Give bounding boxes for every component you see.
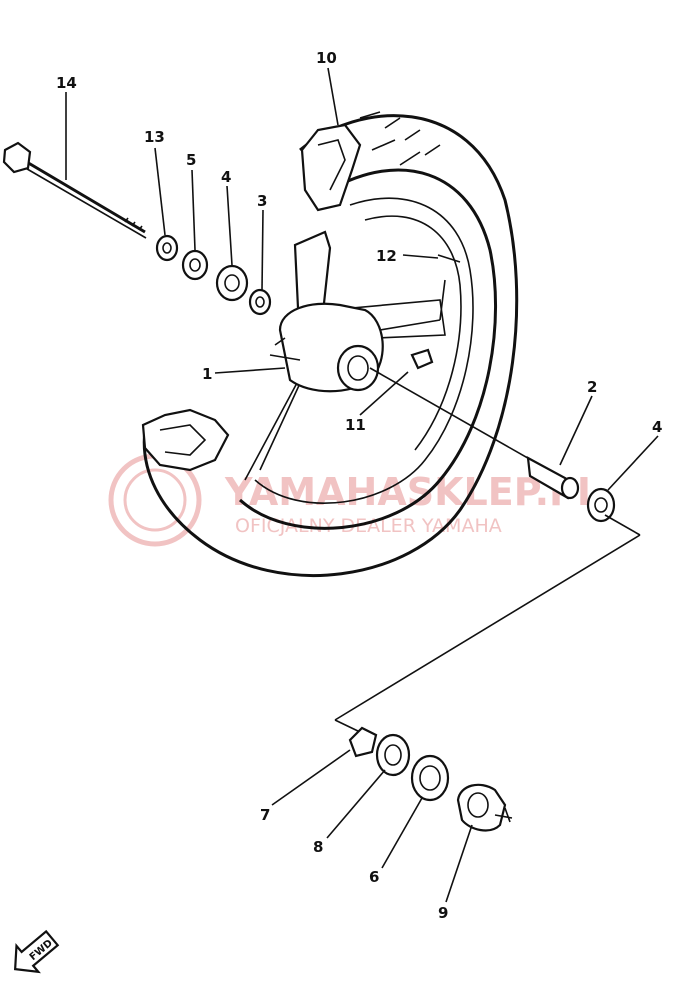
reference-line bbox=[334, 514, 641, 733]
callout-9: 9 bbox=[438, 904, 448, 922]
callout-1: 1 bbox=[202, 365, 212, 383]
fwd-arrow-icon: FWD bbox=[13, 929, 60, 974]
callout-13: 13 bbox=[144, 128, 165, 146]
meter-drive-parts bbox=[348, 726, 513, 832]
callout-7: 7 bbox=[260, 806, 270, 824]
callout-14: 14 bbox=[56, 74, 77, 92]
axle bbox=[2, 141, 147, 239]
callout-4-left: 4 bbox=[221, 168, 231, 186]
callout-8: 8 bbox=[313, 838, 323, 856]
left-side-parts bbox=[155, 234, 272, 316]
right-side-parts bbox=[369, 367, 616, 523]
callout-2: 2 bbox=[587, 378, 597, 396]
callout-10: 10 bbox=[316, 49, 337, 67]
callout-3: 3 bbox=[257, 192, 267, 210]
watermark-tagline: OFICJALNY DEALER YAMAHA bbox=[235, 515, 502, 537]
callout-12: 12 bbox=[376, 247, 397, 265]
callout-5: 5 bbox=[186, 151, 196, 169]
leader-lines bbox=[65, 67, 659, 903]
callout-6: 6 bbox=[369, 868, 379, 886]
callout-4-right: 4 bbox=[652, 418, 662, 436]
callout-labels: 14 13 5 4 3 10 12 1 11 2 4 7 8 6 9 bbox=[56, 49, 662, 922]
watermark: YAMAHASKLEP.PL OFICJALNY DEALER YAMAHA bbox=[108, 453, 601, 547]
wheel-assembly bbox=[141, 111, 519, 577]
callout-11: 11 bbox=[345, 416, 366, 434]
